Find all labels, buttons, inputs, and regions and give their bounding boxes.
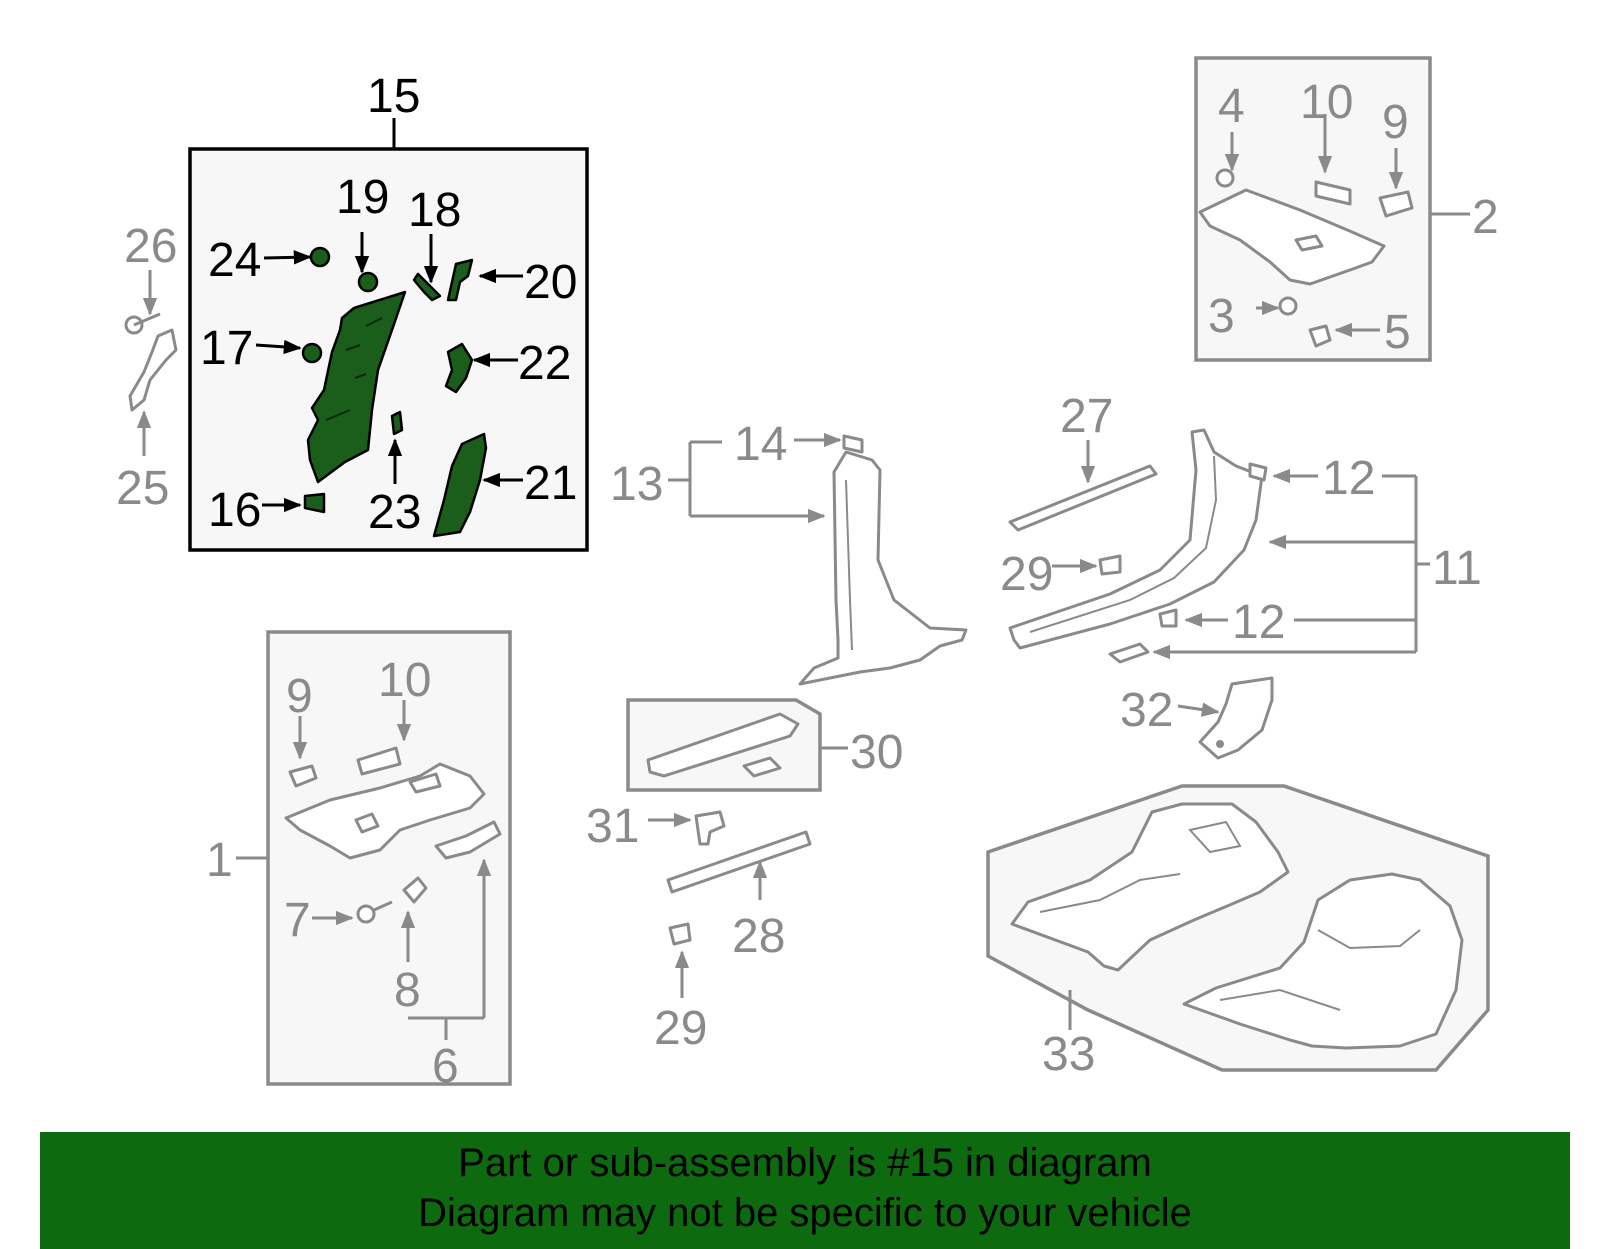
callout-9b: 9: [1382, 96, 1409, 149]
info-banner: Part or sub-assembly is #15 in diagram D…: [40, 1132, 1570, 1249]
pillar-13-group: 13 14: [610, 418, 968, 686]
callout-23: 23: [368, 486, 421, 539]
callout-26: 26: [124, 220, 177, 273]
sill-plate-11: [1008, 428, 1264, 650]
sill-11-group: 27 12 11 12 29: [1000, 390, 1482, 664]
callout-9a: 9: [286, 670, 313, 723]
callout-12b: 12: [1232, 596, 1285, 649]
callout-29a: 29: [1000, 548, 1053, 601]
clip-5: [1308, 324, 1332, 348]
clip-19: [357, 271, 379, 293]
callout-4: 4: [1218, 80, 1245, 133]
pillar-trim-panel-15: [306, 290, 407, 484]
callout-31: 31: [586, 800, 639, 853]
callout-19: 19: [336, 171, 389, 224]
screw-7: [356, 904, 376, 924]
clip-16: [303, 492, 326, 514]
callout-33: 33: [1042, 1028, 1095, 1081]
callout-10a: 10: [378, 654, 431, 707]
callout-3: 3: [1208, 290, 1235, 343]
assembly-33-group: 33: [986, 784, 1490, 1081]
callout-25: 25: [116, 462, 169, 515]
clip-29a: [1098, 554, 1122, 576]
assembly-1-group: 9 10 1 7 8 6: [206, 630, 512, 1093]
banner-line-1: Part or sub-assembly is #15 in diagram: [458, 1141, 1152, 1185]
callout-6: 6: [432, 1040, 459, 1093]
carpet-rear-33: [1182, 872, 1464, 1050]
handle-6: [434, 820, 502, 860]
clip-14: [842, 434, 864, 454]
clip-10a: [356, 746, 402, 776]
trim-panel-2: [1198, 188, 1386, 286]
carpet-front-33: [1010, 802, 1290, 972]
banner-line-2: Diagram may not be specific to your vehi…: [418, 1191, 1192, 1235]
callout-21: 21: [524, 457, 577, 510]
callout-32: 32: [1120, 684, 1173, 737]
callout-17: 17: [200, 322, 253, 375]
clip-9a: [288, 764, 318, 788]
callout-7: 7: [284, 894, 311, 947]
callout-24: 24: [208, 234, 261, 287]
clip-12b: [1158, 608, 1178, 628]
callout-11: 11: [1432, 542, 1482, 595]
clip-12a: [1248, 462, 1268, 482]
callout-8: 8: [394, 964, 421, 1017]
clip-9: [1378, 190, 1414, 218]
callout-5: 5: [1384, 306, 1411, 359]
callout-12a: 12: [1322, 452, 1375, 505]
screw-18: [412, 272, 442, 302]
b-pillar-trim-13: [798, 450, 968, 686]
clip-10: [1314, 180, 1352, 206]
clip-23: [390, 410, 404, 436]
clip-31: [694, 810, 726, 846]
assembly-15-box: [188, 147, 589, 552]
bracket-32-group: 32: [1120, 676, 1274, 760]
lower-middle-group: 31 28 29: [586, 800, 812, 1055]
clip-4: [1215, 168, 1235, 188]
assembly-2-group: 4 10 9 2 3 5: [1194, 56, 1499, 362]
callout-30: 30: [850, 726, 903, 779]
callout-13: 13: [610, 458, 663, 511]
cap-8: [402, 876, 428, 904]
assembly-15-group: 15 24 19 18 20 17 22 23 16 21: [188, 70, 589, 552]
clip-24: [309, 246, 331, 268]
callout-1: 1: [206, 834, 233, 887]
callout-22: 22: [518, 337, 571, 390]
clip-17: [301, 342, 323, 364]
grab-handle-25: [128, 328, 178, 412]
assembly-30-group: 30: [626, 698, 903, 792]
bracket-20: [446, 258, 474, 302]
callout-2: 2: [1472, 191, 1499, 244]
callout-20: 20: [524, 256, 577, 309]
grab-handle-group: 26 25: [116, 220, 178, 515]
callout-14: 14: [734, 418, 787, 471]
trim-21: [432, 432, 488, 538]
strip-28: [666, 830, 812, 894]
callout-28: 28: [732, 910, 785, 963]
callout-10b: 10: [1300, 76, 1353, 129]
bracket-32: [1198, 676, 1274, 760]
callout-18: 18: [408, 184, 461, 237]
callout-29b: 29: [654, 1002, 707, 1055]
clip-3: [1278, 296, 1298, 316]
callout-15: 15: [367, 70, 420, 123]
trim-strip-27: [1008, 464, 1158, 532]
bracket-22: [444, 342, 474, 394]
callout-16: 16: [208, 484, 261, 537]
clip-29b: [668, 922, 692, 946]
assembly-1-box: [266, 630, 512, 1086]
pad-11: [1108, 642, 1150, 664]
callout-27: 27: [1060, 390, 1113, 443]
trim-30: [646, 712, 800, 778]
